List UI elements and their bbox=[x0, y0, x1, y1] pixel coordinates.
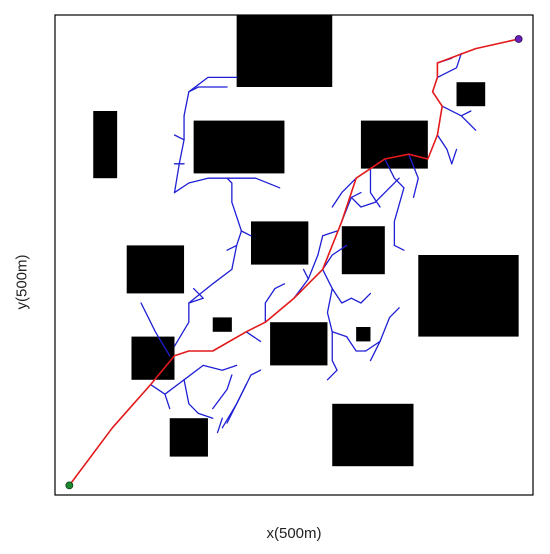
tree-branch-20 bbox=[197, 412, 214, 419]
tree-branch-49 bbox=[451, 148, 458, 165]
tree-branch-22 bbox=[212, 374, 233, 410]
obstacle-12 bbox=[356, 327, 371, 342]
solution-path-layer bbox=[68, 38, 519, 486]
tree-branch-6 bbox=[231, 201, 243, 232]
obstacle-9 bbox=[418, 255, 519, 337]
obstacle-15 bbox=[332, 403, 414, 467]
tree-branch-51 bbox=[460, 115, 477, 131]
tree-branch-3 bbox=[188, 268, 233, 304]
obstacle-13 bbox=[131, 336, 175, 380]
tree-branch-27 bbox=[274, 283, 286, 290]
tree-branch-10 bbox=[173, 115, 185, 194]
tree-branch-44 bbox=[384, 158, 405, 189]
obstacle-1 bbox=[236, 15, 333, 87]
tree-branch-21 bbox=[202, 364, 238, 371]
tree-branch-17 bbox=[149, 383, 171, 410]
y-axis-label: y(500m) bbox=[13, 254, 31, 310]
markers-layer bbox=[65, 35, 523, 490]
tree-branch-41 bbox=[350, 196, 376, 208]
tree-branch-7 bbox=[226, 177, 233, 203]
obstacle-6 bbox=[126, 245, 185, 294]
tree-branch-11 bbox=[183, 86, 228, 117]
tree-branch-47 bbox=[408, 153, 419, 199]
tree-branch-45 bbox=[393, 187, 405, 247]
tree-branch-31 bbox=[322, 268, 353, 304]
tree-branch-30 bbox=[302, 268, 309, 280]
obstacle-7 bbox=[250, 221, 309, 265]
tree-branch-26 bbox=[264, 287, 276, 323]
tree-branch-35 bbox=[345, 335, 367, 352]
tree-branch-32 bbox=[326, 287, 348, 338]
obstacle-3 bbox=[193, 120, 285, 174]
tree-branch-15 bbox=[240, 230, 252, 237]
tree-branch-1 bbox=[140, 302, 171, 357]
solution-path bbox=[68, 38, 519, 486]
tree-branch-46 bbox=[393, 244, 405, 251]
tree-branch-54 bbox=[331, 177, 357, 208]
tree-branch-52 bbox=[436, 52, 462, 79]
obstacle-5 bbox=[456, 82, 486, 107]
tree-branch-33 bbox=[331, 331, 338, 371]
x-axis-label: x(500m) bbox=[266, 525, 322, 542]
tree-branch-12 bbox=[188, 76, 238, 93]
tree-branch-24 bbox=[226, 369, 262, 424]
tree-branch-36 bbox=[350, 292, 372, 304]
tree-branch-38 bbox=[369, 340, 381, 362]
obstacle-10 bbox=[212, 317, 232, 332]
obstacle-11 bbox=[270, 322, 328, 366]
tree-branch-43 bbox=[369, 167, 381, 208]
tree-branch-19 bbox=[183, 379, 200, 415]
tree-branch-48 bbox=[436, 134, 453, 165]
obstacles-layer bbox=[93, 15, 519, 467]
start-point bbox=[65, 481, 74, 490]
tree-branch-9 bbox=[226, 177, 281, 189]
tree-branch-29 bbox=[317, 230, 338, 256]
tree-branch-4 bbox=[192, 287, 204, 299]
tree-branch-2 bbox=[173, 297, 204, 347]
tree-branch-16 bbox=[226, 244, 238, 251]
tree-branch-25 bbox=[216, 417, 223, 434]
rrt-tree-layer bbox=[140, 52, 477, 434]
tree-branch-39 bbox=[322, 244, 348, 271]
tree-branch-50 bbox=[441, 105, 472, 117]
obstacle-2 bbox=[93, 111, 118, 179]
goal-point bbox=[514, 35, 523, 43]
tree-branch-8 bbox=[173, 177, 228, 194]
plot-frame bbox=[54, 14, 534, 496]
tree-branch-34 bbox=[326, 369, 338, 381]
obstacle-4 bbox=[360, 120, 428, 169]
tree-branch-42 bbox=[374, 177, 400, 203]
tree-branch-55 bbox=[245, 331, 262, 343]
tree-branch-37 bbox=[365, 307, 400, 352]
obstacle-8 bbox=[341, 226, 385, 275]
tree-branch-13 bbox=[173, 134, 185, 141]
tree-branch-5 bbox=[231, 230, 243, 271]
obstacle-14 bbox=[169, 418, 208, 457]
